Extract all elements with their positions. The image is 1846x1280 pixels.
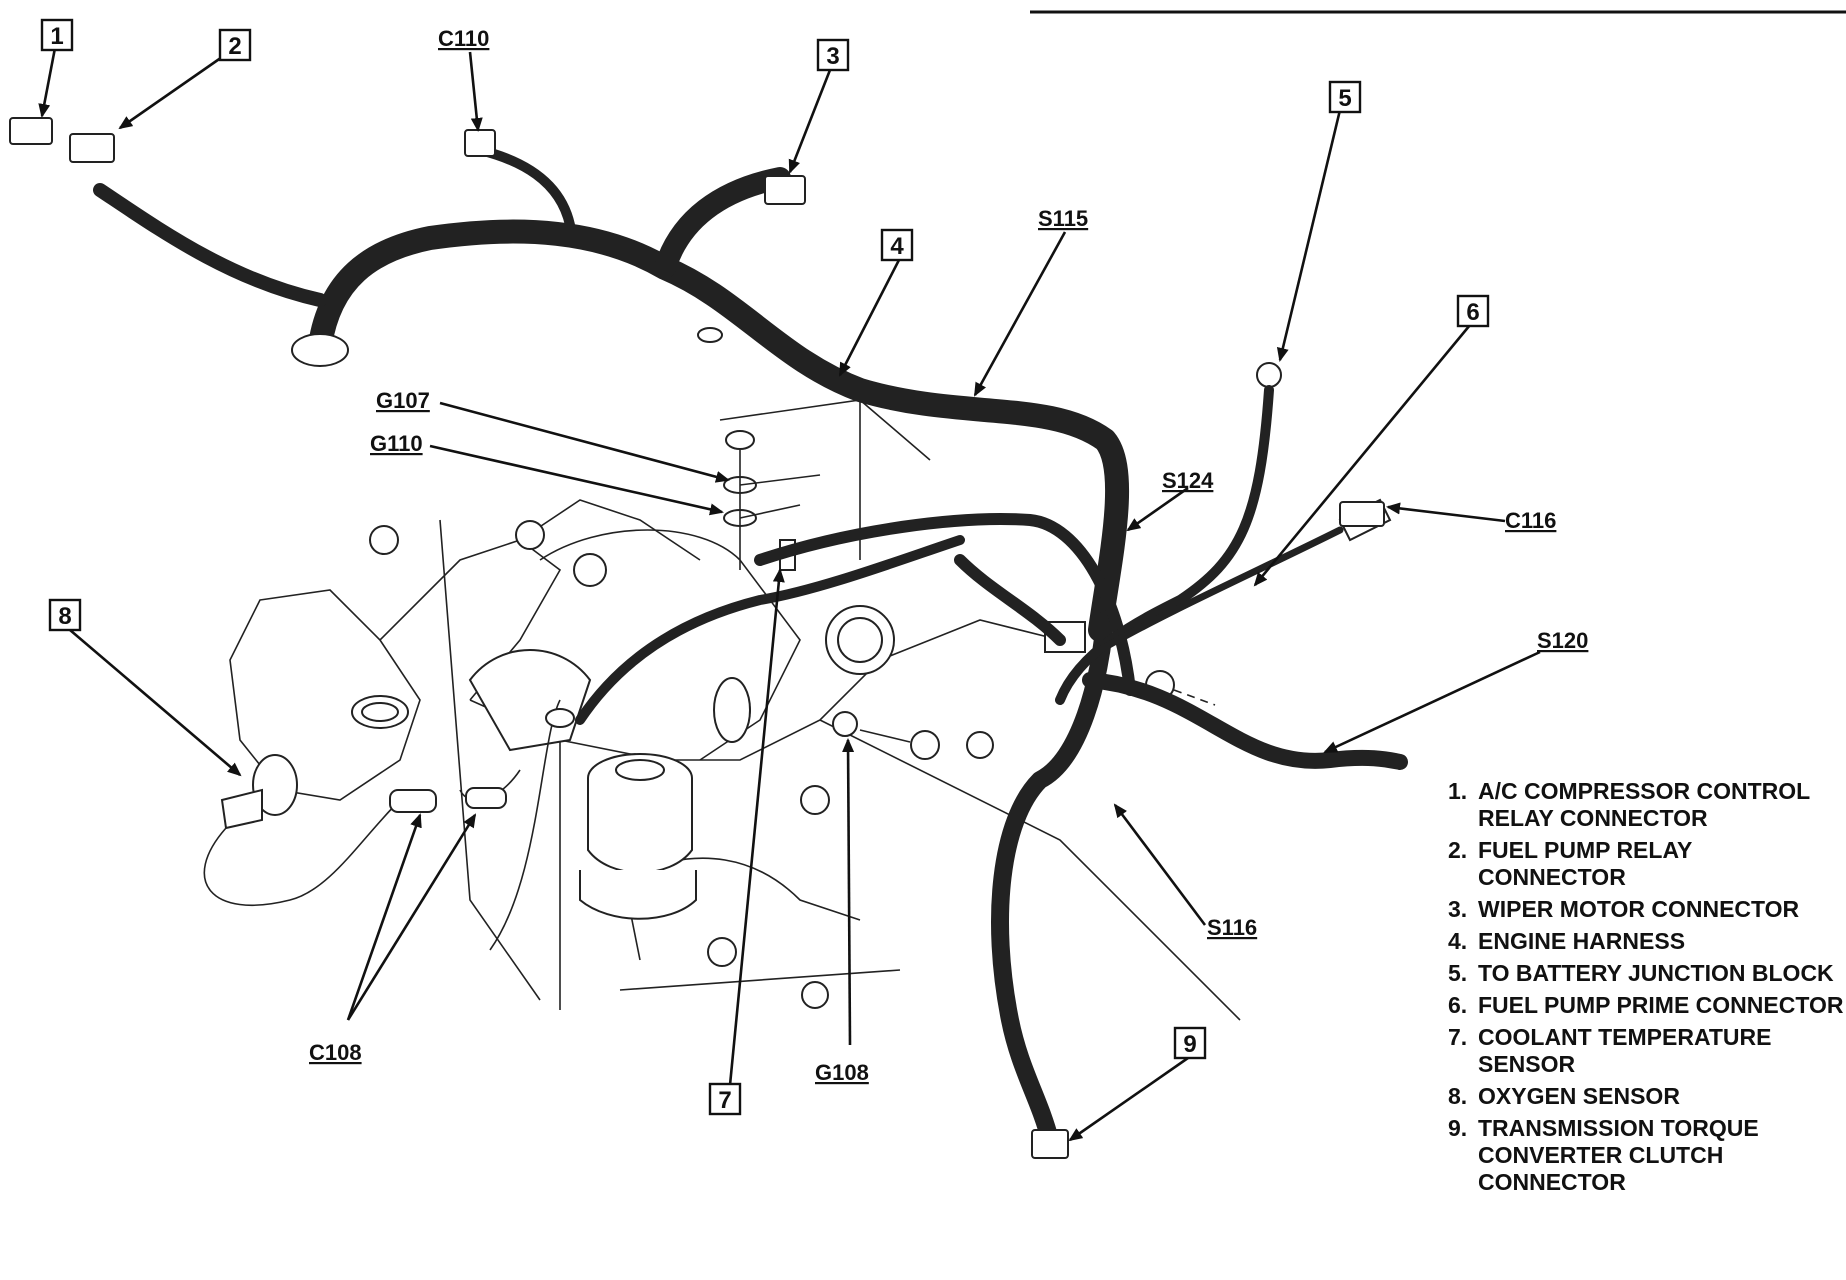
- svg-text:7: 7: [718, 1087, 731, 1114]
- wiring-harness-drawing: [9, 117, 1408, 1159]
- callout-4: 4: [880, 228, 914, 262]
- label-s120: S120: [1537, 628, 1588, 653]
- label-s115: S115: [1038, 206, 1088, 231]
- legend-item: 3.WIPER MOTOR CONNECTOR: [1448, 896, 1800, 922]
- label-g108: G108: [815, 1060, 869, 1085]
- callout-3: 3: [816, 38, 850, 72]
- legend-item: 1.A/C COMPRESSOR CONTROL RELAY CONNECTOR: [1448, 778, 1810, 831]
- callout-7: 7: [708, 1082, 742, 1116]
- svg-text:5: 5: [1338, 85, 1351, 112]
- legend-item: 4.ENGINE HARNESS: [1448, 928, 1686, 954]
- callout-1: 1: [40, 18, 74, 52]
- callout-9: 9: [1173, 1026, 1207, 1060]
- svg-text:2: 2: [228, 33, 241, 60]
- legend-item: 8.OXYGEN SENSOR: [1448, 1083, 1680, 1109]
- callout-8: 8: [48, 598, 82, 632]
- leader-arrows: [38, 47, 1541, 1142]
- legend-item: 9.TRANSMISSION TORQUE CONVERTER CLUTCH C…: [1448, 1115, 1759, 1195]
- component-legend: 1.A/C COMPRESSOR CONTROL RELAY CONNECTOR…: [1448, 778, 1846, 1201]
- callout-2: 2: [218, 28, 252, 62]
- engine-block-drawing: [203, 362, 1392, 1021]
- legend-item: 2.FUEL PUMP RELAY CONNECTOR: [1448, 837, 1692, 890]
- svg-text:9: 9: [1183, 1031, 1196, 1058]
- label-s124: S124: [1162, 468, 1214, 493]
- label-c110: C110: [438, 26, 489, 51]
- svg-text:6: 6: [1466, 299, 1479, 326]
- svg-text:3: 3: [826, 43, 839, 70]
- label-c108: C108: [309, 1040, 362, 1065]
- label-g107: G107: [376, 388, 430, 413]
- label-s116: S116: [1207, 915, 1257, 940]
- svg-text:8: 8: [58, 603, 71, 630]
- callout-6: 6: [1456, 294, 1490, 328]
- label-c116: C116: [1505, 508, 1556, 533]
- callout-5: 5: [1328, 80, 1362, 114]
- legend-item: 5.TO BATTERY JUNCTION BLOCK: [1448, 960, 1834, 986]
- svg-text:1: 1: [50, 23, 63, 50]
- label-g110: G110: [370, 431, 423, 456]
- svg-text:4: 4: [890, 233, 904, 260]
- legend-item: 7.COOLANT TEMPERATURE SENSOR: [1448, 1024, 1772, 1077]
- legend-item: 6.FUEL PUMP PRIME CONNECTOR: [1448, 992, 1844, 1018]
